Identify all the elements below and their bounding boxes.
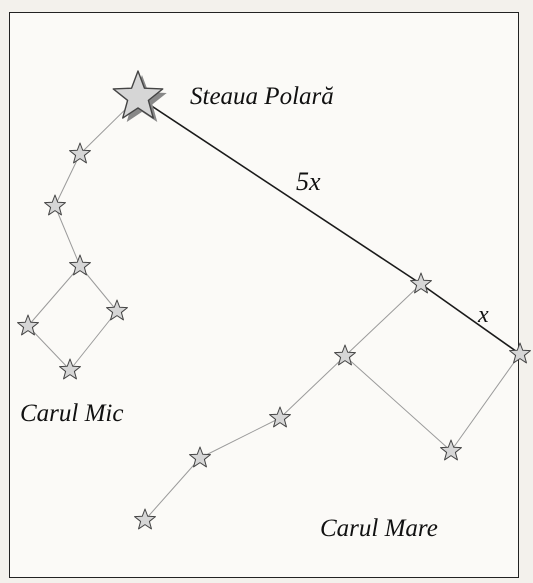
- big-dipper-line: [145, 458, 200, 520]
- north-star-icon: [113, 71, 166, 122]
- star-icon: [107, 300, 128, 320]
- little-dipper-line: [70, 311, 117, 370]
- pointer-line-x: [421, 284, 520, 354]
- star-icon: [441, 440, 462, 460]
- little-dipper-line: [28, 266, 80, 326]
- star-icon: [190, 447, 211, 467]
- big-dipper-line: [451, 354, 520, 451]
- star-shape: [270, 407, 291, 427]
- little-dipper-line: [55, 206, 80, 266]
- pointer-line-5x: [138, 97, 421, 284]
- big-dipper-line: [200, 418, 280, 458]
- star-shape: [70, 143, 91, 163]
- star-icon: [70, 143, 91, 163]
- star-shape: [510, 343, 531, 363]
- big-dipper-line: [280, 356, 345, 418]
- big-dipper-label: Carul Mare: [320, 515, 438, 542]
- distance-x-label: x: [477, 302, 489, 328]
- north-star-label: Steaua Polară: [190, 83, 334, 110]
- big-dipper-line: [345, 356, 451, 451]
- star-icon: [270, 407, 291, 427]
- little-dipper-line: [55, 154, 80, 206]
- star-shape: [190, 447, 211, 467]
- star-shape: [70, 255, 91, 275]
- star-shape: [441, 440, 462, 460]
- star-icon: [510, 343, 531, 363]
- little-dipper-label: Carul Mic: [20, 400, 123, 427]
- big-dipper-line: [345, 284, 421, 356]
- star-shape: [107, 300, 128, 320]
- star-icon: [45, 195, 66, 215]
- star-shape: [45, 195, 66, 215]
- star-icon: [70, 255, 91, 275]
- distance-5x-label: 5x: [296, 167, 321, 196]
